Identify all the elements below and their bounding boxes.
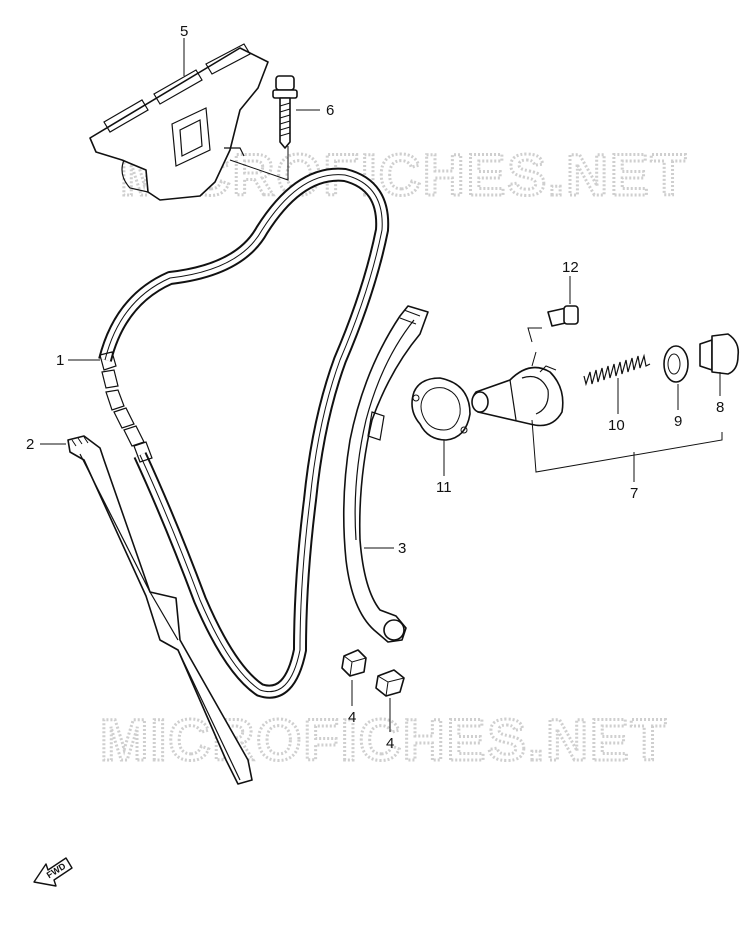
part-2-chain-guide[interactable]: [67, 435, 253, 785]
callout-5: 5: [180, 23, 188, 40]
part-9-washer[interactable]: [663, 345, 689, 383]
callout-11: 11: [436, 479, 452, 496]
callout-3: 3: [398, 540, 406, 557]
callout-12: 12: [562, 259, 579, 276]
part-12-bolt[interactable]: [547, 305, 579, 327]
part-3-tensioner-arm[interactable]: [342, 305, 429, 643]
bracket-7: [531, 419, 723, 473]
leader-12: [527, 327, 542, 367]
leader-6-to-5: [229, 146, 289, 181]
callout-1: 1: [56, 352, 64, 369]
part-8-cap-bolt[interactable]: [699, 333, 740, 375]
watermark-bottom: MICROFICHES.NET: [100, 708, 668, 773]
fwd-arrow-icon: FWD: [33, 857, 73, 887]
callout-6: 6: [326, 102, 334, 119]
part-4-cushion-a[interactable]: [341, 649, 367, 677]
part-11-gasket[interactable]: [411, 377, 471, 441]
callout-2: 2: [26, 436, 34, 453]
callout-8: 8: [716, 399, 724, 416]
part-1-cam-chain[interactable]: [98, 167, 390, 699]
part-7-tensioner-adjuster[interactable]: [471, 365, 564, 427]
callout-10: 10: [608, 417, 625, 434]
part-6-bolt[interactable]: [272, 75, 298, 149]
part-5-chain-guide-top[interactable]: [89, 43, 269, 201]
callout-4b: 4: [386, 735, 394, 752]
part-10-spring[interactable]: [583, 353, 651, 387]
leader-lines: [40, 38, 721, 732]
callout-4a: 4: [348, 709, 356, 726]
callout-9: 9: [674, 413, 682, 430]
part-4-cushion-b[interactable]: [375, 669, 405, 697]
callout-7: 7: [630, 485, 638, 502]
